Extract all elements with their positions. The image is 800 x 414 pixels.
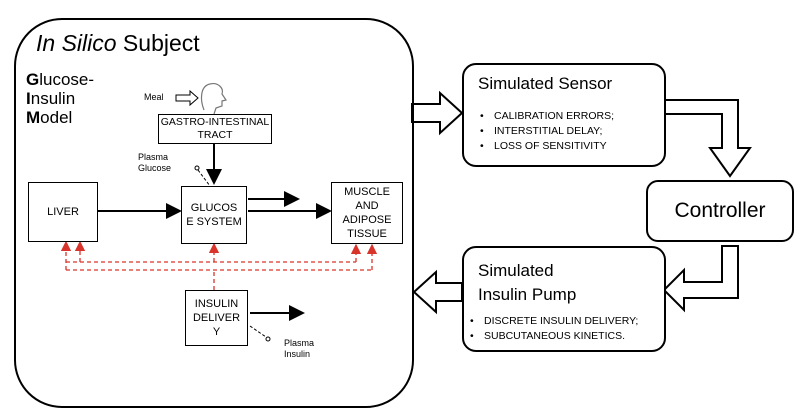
plasma-insulin-pointer (249, 325, 267, 338)
meal-arrow (175, 89, 199, 107)
meal-label: Meal (144, 92, 164, 102)
subject-title: In Silico Subject (36, 30, 200, 56)
controller-to-pump-arrow (662, 245, 739, 313)
pump-title-line-2: Insulin Pump (478, 285, 577, 304)
glucose-system-box: GLUCOS E SYSTEM (181, 186, 247, 244)
pump-items: DISCRETE INSULIN DELIVERY; SUBCUTANEOUS … (470, 314, 666, 344)
gastro-intestinal-tract-box: GASTRO-INTESTINAL TRACT (158, 114, 272, 144)
subject-to-sensor-arrow (411, 90, 464, 136)
head-icon (200, 83, 227, 115)
plasma-glucose-pointer (197, 169, 211, 187)
pump-title-line-1: Simulated (478, 261, 554, 280)
plasma-insulin-label: Plasma Insulin (284, 338, 315, 359)
simulated-sensor-box: Simulated Sensor CALIBRATION ERRORS; INT… (462, 63, 666, 167)
sensor-item: LOSS OF SENSITIVITY (480, 139, 614, 154)
model-line-1: Glucose- (26, 70, 95, 89)
pump-item: SUBCUTANEOUS KINETICS. (470, 329, 666, 344)
sensor-items: CALIBRATION ERRORS; INTERSTITIAL DELAY; … (480, 109, 614, 154)
sensor-to-controller-arrow (663, 99, 752, 178)
sensor-title: Simulated Sensor (478, 74, 613, 93)
insulin-feedback-lines (60, 240, 378, 290)
in-silico-subject-frame (14, 18, 414, 408)
pump-to-subject-arrow (412, 269, 463, 315)
controller-box: Controller (646, 180, 794, 242)
plasma-glucose-label: Plasma Glucose (138, 152, 172, 173)
model-line-3: Model (26, 108, 73, 127)
pump-item: DISCRETE INSULIN DELIVERY; (470, 314, 666, 329)
liver-box: LIVER (28, 182, 98, 242)
sensor-item: CALIBRATION ERRORS; (480, 109, 614, 124)
insulin-delivery-box: INSULIN DELIVER Y (185, 290, 248, 346)
muscle-adipose-box: MUSCLE AND ADIPOSE TISSUE (331, 182, 403, 244)
simulated-insulin-pump-box: Simulated Insulin Pump DISCRETE INSULIN … (462, 246, 666, 352)
glucose-insulin-model-label: Glucose- Insulin Model (26, 70, 94, 127)
sensor-item: INTERSTITIAL DELAY; (480, 124, 614, 139)
model-line-2: Insulin (26, 89, 76, 108)
